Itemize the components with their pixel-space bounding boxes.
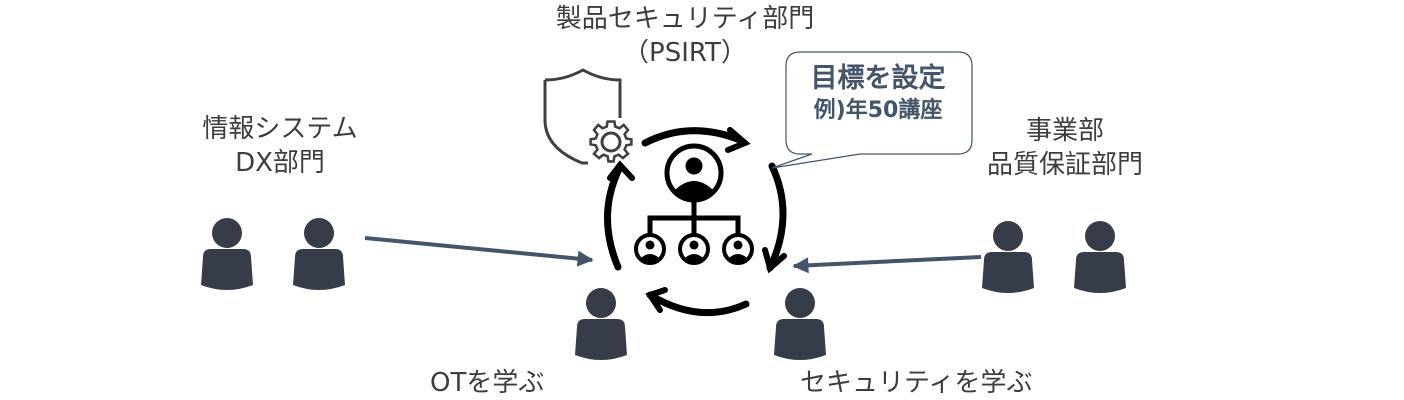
left-group-line2: DX部門	[235, 148, 325, 178]
person-icon	[201, 218, 253, 290]
right-group-line1: 事業部	[1025, 116, 1104, 146]
callout-example: 例)年50講座	[813, 98, 943, 123]
arrow-left-to-center	[364, 236, 594, 267]
psirt-subtitle: （PSIRT）	[623, 38, 747, 68]
psirt-title: 製品セキュリティ部門	[555, 4, 815, 34]
arrow-right-to-center	[792, 255, 982, 274]
left-group-line1: 情報システム	[202, 114, 358, 144]
cycle-arrow-top	[641, 127, 744, 147]
cycle-arrow-left	[604, 163, 624, 271]
cycle-arrows-icon	[604, 127, 787, 317]
psirt-label: 製品セキュリティ部門 （PSIRT）	[520, 2, 850, 70]
ot-learning-label: OTを学ぶ	[430, 368, 545, 398]
person-icon-security-learner	[774, 288, 826, 360]
org-chart-icon	[634, 143, 754, 265]
right-group-line2: 品質保証部門	[986, 150, 1143, 180]
right-group-people	[982, 221, 1126, 293]
cycle-arrow-right	[766, 162, 787, 272]
left-group-label: 情報システム DX部門	[180, 112, 380, 180]
goal-callout: 目標を設定 例)年50講座	[783, 62, 973, 126]
person-icon	[293, 218, 345, 290]
security-learning-label: セキュリティを学ぶ	[800, 368, 1033, 398]
person-icon-ot-learner	[575, 288, 627, 360]
callout-bubble	[771, 51, 973, 169]
person-icon	[1074, 221, 1126, 293]
cycle-arrow-bottom	[646, 291, 750, 317]
left-group-people	[201, 218, 345, 290]
person-icon	[982, 221, 1034, 293]
right-group-label: 事業部 品質保証部門	[960, 114, 1170, 182]
shield-gear-icon	[543, 68, 633, 165]
callout-title: 目標を設定	[810, 63, 946, 94]
